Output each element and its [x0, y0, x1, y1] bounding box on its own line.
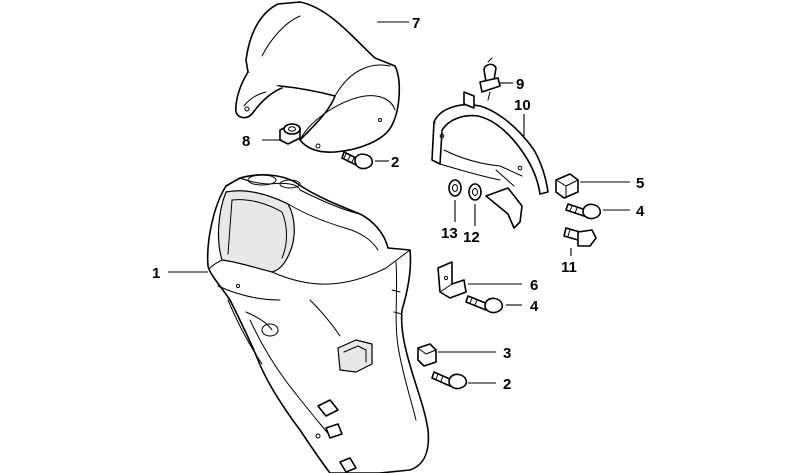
callout-1: 1 [152, 265, 160, 282]
part-bracket-10 [431, 91, 549, 229]
callout-7: 7 [412, 15, 420, 32]
callout-9: 9 [516, 76, 524, 93]
part-grommet-8 [279, 123, 301, 145]
callout-3: 3 [503, 345, 511, 362]
part-washer-12 [468, 183, 482, 201]
callout-11: 11 [561, 259, 577, 276]
part-clip-nut-3 [417, 343, 437, 367]
callout-10: 10 [514, 97, 531, 114]
part-screw-2-top [341, 151, 374, 170]
callout-labels: 7 8 2 9 10 5 4 13 12 11 1 6 4 3 2 [152, 15, 645, 393]
callout-6: 6 [530, 277, 538, 294]
callout-8: 8 [242, 133, 250, 150]
callout-4-top: 4 [636, 203, 645, 220]
part-screw-4-mid [465, 295, 504, 314]
part-windscreen-7 [235, 1, 401, 153]
part-plug-9 [479, 57, 501, 101]
callout-4-mid: 4 [530, 298, 539, 315]
part-clip-nut-5 [555, 173, 579, 199]
callout-2-bottom: 2 [503, 376, 511, 393]
part-angle-bracket-6 [437, 261, 467, 299]
part-screw-2-bottom [431, 371, 468, 390]
leader-lines [168, 21, 630, 384]
callout-12: 12 [463, 229, 480, 246]
part-washer-13 [448, 179, 462, 197]
part-screw-4-top [565, 203, 602, 220]
callout-2-top: 2 [391, 154, 399, 171]
part-main-fairing-1 [206, 174, 430, 473]
callout-5: 5 [636, 175, 644, 192]
part-bolt-11 [563, 227, 597, 247]
callout-13: 13 [441, 225, 458, 242]
